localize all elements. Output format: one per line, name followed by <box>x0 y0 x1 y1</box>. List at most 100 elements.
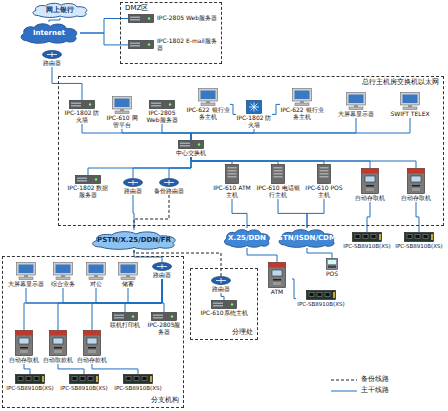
device-label: IPC-1802 防火墙 <box>62 110 102 124</box>
trunk-line <box>63 279 162 303</box>
pc-icon <box>400 92 420 110</box>
network-cloud: PSTN/ISDN/CDMA <box>276 228 338 248</box>
router-icon <box>159 178 179 187</box>
rack-icon <box>128 14 154 23</box>
device-node: IPC-622 银行业务主机 <box>280 88 324 121</box>
trunk-line <box>96 279 162 303</box>
switch-icon <box>246 100 262 114</box>
device-label: IPC-SB8910B(XS) <box>6 385 53 391</box>
device-label: IPC-622 银行业务主机 <box>280 107 324 121</box>
trunk-line <box>292 279 296 299</box>
device-label: IPC-SB8910B(XS) <box>60 385 107 391</box>
device-label: IPC-610 POS主机 <box>304 185 344 199</box>
trunk-line <box>367 202 370 232</box>
device-node: 自动存取机 <box>396 168 436 202</box>
device-label: 自动取款机 <box>43 357 73 364</box>
trunk-line <box>92 364 138 374</box>
device-label: IPC-610 电话银行主机 <box>256 185 300 199</box>
device-label: 中心交换机 <box>176 150 206 157</box>
legend-label: 备份线路 <box>361 376 389 384</box>
device-node: ATM <box>262 262 292 296</box>
device-node: IPC-SB8910B(XS) <box>4 374 56 391</box>
trunk-line <box>191 157 324 164</box>
network-cloud: 网上银行 <box>30 2 90 18</box>
trunk-line <box>278 199 307 228</box>
pos-icon <box>326 258 338 270</box>
rack-icon <box>149 100 175 109</box>
trunk-line <box>272 104 280 114</box>
pc-icon <box>118 262 138 280</box>
atm-icon <box>83 330 101 356</box>
trunk-line <box>133 157 191 178</box>
device-label: IPC-610 ATM主机 <box>212 185 252 199</box>
cloud-label: X.25/DDN <box>228 234 266 242</box>
pc-icon <box>346 92 366 110</box>
rack-icon <box>75 175 101 184</box>
device-label: IPC-1802 数据服务器 <box>66 185 110 199</box>
device-node: IPC-2805 Web服务器 <box>142 100 182 124</box>
trunk-line <box>24 279 162 330</box>
region-label: 分理处 <box>231 329 254 337</box>
device-node: IPC-1802 防火墙 <box>62 100 102 124</box>
device-label: IPC-SB8910B(XS) <box>395 243 442 249</box>
device-node: 联机打印机 <box>108 312 142 329</box>
rack-icon <box>151 312 177 321</box>
trunk-line <box>169 157 191 178</box>
device-node: IPC-1802 数据服务器 <box>66 175 110 199</box>
device-label: 备份路由器 <box>154 188 184 195</box>
network-cloud: PSTN/X.25/DDN/FR <box>88 230 180 250</box>
device-label: 大屏幕显示器 <box>8 281 44 288</box>
board-icon <box>69 374 99 384</box>
device-label: 储蓄 <box>122 281 134 288</box>
device-node: IPC-SB8910B(XS) <box>296 290 346 307</box>
device-node: 综合业务 <box>48 262 78 288</box>
trunk-line <box>307 248 332 258</box>
network-cloud: X.25/DDN <box>222 228 272 248</box>
device-label: IPC-2805服务器 <box>146 322 182 336</box>
cloud-label: PSTN/X.25/DDN/FR <box>97 236 171 244</box>
network-cloud: Internet <box>18 22 80 44</box>
trunk-line <box>26 279 162 303</box>
region-label: 总行主机房交换机以太网 <box>361 79 440 87</box>
device-label: 路由器 <box>124 188 142 195</box>
atm-icon <box>15 330 33 356</box>
atm-icon <box>361 168 379 194</box>
board-icon <box>306 290 336 300</box>
tower-icon <box>271 164 285 184</box>
trunk-line <box>49 18 60 22</box>
device-node: SWIFT TELEX <box>388 92 432 118</box>
atm-icon <box>268 262 286 288</box>
legend-item: 备份线路 <box>330 376 389 384</box>
device-node: 储蓄 <box>114 262 142 288</box>
region-box: DMZ区IPC-2805 Web服务器IPC-1802 E-mail服务器 <box>120 2 222 64</box>
device-node: IPC-SB8910B(XS) <box>112 374 164 391</box>
device-node: 路由器 <box>30 50 74 67</box>
device-node: 自动存款机 <box>76 330 108 364</box>
trunk-line <box>191 118 410 140</box>
device-node: 路由器 <box>118 178 148 195</box>
device-label: 联机打印机 <box>110 322 140 329</box>
device-node: IPC-1802 防火墙 <box>236 100 272 129</box>
cloud-label: PSTN/ISDN/CDMA <box>273 234 342 242</box>
legend: 备份线路主干线路 <box>330 376 389 397</box>
board-icon <box>352 232 382 242</box>
device-node: IPC-SB8910B(XS) <box>394 232 444 249</box>
device-node: 对公 <box>82 262 110 288</box>
trunk-line <box>191 118 356 140</box>
board-icon <box>404 232 434 242</box>
device-node: IPC-2805 Web服务器 <box>128 14 218 23</box>
trunk-line <box>88 157 191 175</box>
device-label: IPC-2805 Web服务器 <box>157 15 217 22</box>
device-node: 大屏幕显示器 <box>8 262 44 288</box>
tower-icon <box>225 164 239 184</box>
device-node: 路由器 <box>146 262 178 279</box>
router-icon <box>42 50 62 59</box>
device-node: 大屏幕显示器 <box>336 92 376 118</box>
cloud-label: Internet <box>33 29 65 37</box>
device-node: 路由器 <box>206 276 236 293</box>
device-node: 中心交换机 <box>172 140 210 157</box>
trunk-line <box>191 129 254 140</box>
device-label: IPC-1802 防火墙 <box>236 115 272 129</box>
region-box: 分支机构大屏幕显示器综合业务对公储蓄路由器联机打印机IPC-2805服务器自动存… <box>2 256 184 408</box>
